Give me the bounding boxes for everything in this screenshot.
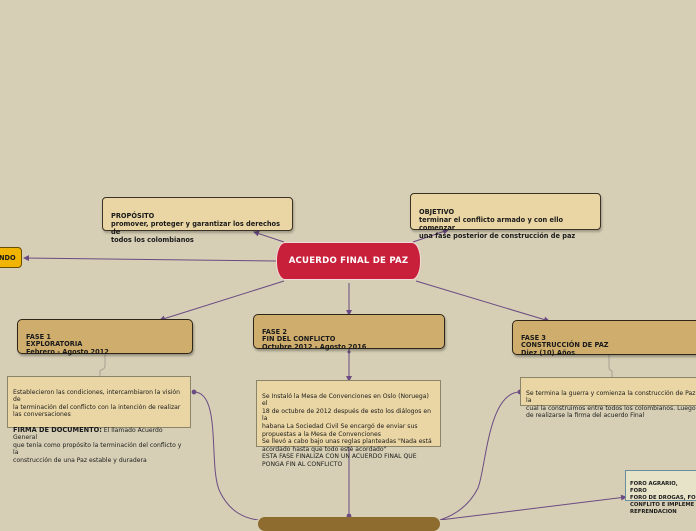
connector-dot-fase1: [191, 389, 197, 395]
objetivo-text: OBJETIVO terminar el conflicto armado y …: [419, 208, 576, 240]
foro-node[interactable]: FORO AGRARIO, FORO FORO DE DROGAS, FO CO…: [625, 470, 696, 515]
link-central-to-fase3: [415, 280, 550, 323]
fase1-note[interactable]: Establecieron las condiciones, intercamb…: [7, 376, 191, 464]
fase3-note[interactable]: Se termina la guerra y comienza la const…: [520, 377, 696, 419]
fase3-note-text: Se termina la guerra y comienza la const…: [526, 389, 696, 420]
fase1-node[interactable]: FASE 1 EXPLORATORIA Febrero - Agosto 201…: [17, 319, 193, 356]
connector-dot-fase2: [347, 350, 351, 354]
central-label: ACUERDO FINAL DE PAZ: [288, 256, 409, 266]
bottom-node[interactable]: [258, 517, 440, 531]
foro-text: FORO AGRARIO, FORO FORO DE DROGAS, FO CO…: [630, 480, 696, 515]
fase2-node[interactable]: FASE 2 FIN DEL CONFLICTO Octubre 2012 - …: [253, 314, 445, 351]
fase3-text: FASE 3 CONSTRUCCIÓN DE PAZ Diez (10) Año…: [521, 333, 609, 357]
left-tag-label: NDO: [0, 254, 16, 262]
link-central-to-fase1: [159, 280, 285, 322]
link-bottom-to-foro: [439, 494, 627, 520]
fase2-text: FASE 2 FIN DEL CONFLICTO Octubre 2012 - …: [262, 327, 367, 351]
fase1-note-part2: El llamado Acuerdo General que tenía com…: [13, 426, 182, 464]
fase2-note-text: Se Instaló la Mesa de Convenciones en Os…: [262, 392, 432, 468]
mind-map-canvas: NDO PROPÓSITO promover, proteger y garan…: [0, 193, 696, 531]
fase1-note-part1: Establecieron las condiciones, intercamb…: [13, 388, 181, 419]
objetivo-node[interactable]: OBJETIVO terminar el conflicto armado y …: [410, 193, 601, 240]
link-central-to-left-tag: [23, 255, 277, 262]
link-central-to-proposito: [253, 230, 285, 243]
link-central-to-objetivo: [412, 228, 449, 243]
fase2-note[interactable]: Se Instaló la Mesa de Convenciones en Os…: [256, 380, 441, 468]
fase1-note-heading: FIRMA DE DOCUMENTO:: [13, 425, 102, 434]
central-node[interactable]: ACUERDO FINAL DE PAZ: [276, 242, 421, 280]
proposito-node[interactable]: PROPÓSITO promover, proteger y garantiza…: [102, 197, 293, 244]
link-fase3-note-to-bottom: [439, 391, 521, 520]
fase3-node[interactable]: FASE 3 CONSTRUCCIÓN DE PAZ Diez (10) Año…: [512, 320, 696, 357]
link-fase1-note-to-bottom: [193, 391, 259, 520]
fase1-text: FASE 1 EXPLORATORIA Febrero - Agosto 201…: [26, 332, 109, 356]
connector-lines: [23, 228, 627, 520]
link-fase3-to-note: [608, 354, 613, 377]
left-tag-node[interactable]: NDO: [0, 247, 22, 268]
proposito-text: PROPÓSITO promover, proteger y garantiza…: [111, 212, 281, 244]
link-fase1-to-note: [99, 353, 106, 376]
